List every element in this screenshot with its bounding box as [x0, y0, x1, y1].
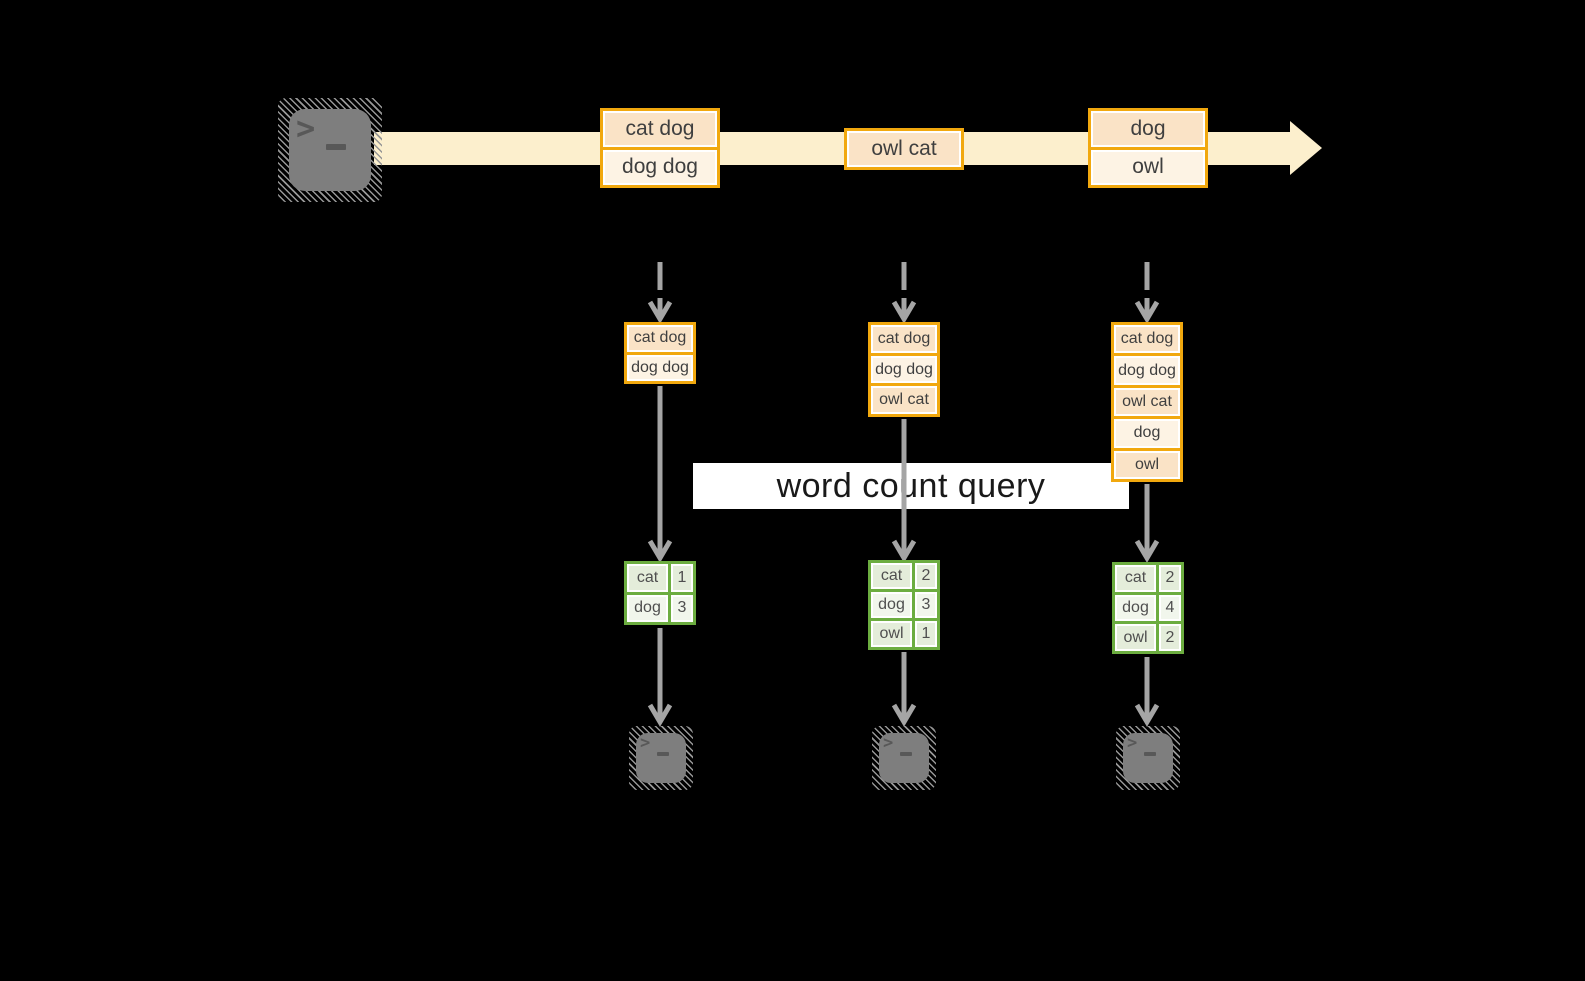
count-cell: 1 — [915, 621, 937, 647]
count-cell: 2 — [915, 563, 937, 589]
count-cell: 3 — [915, 592, 937, 618]
buffer-record: dog dog — [627, 354, 693, 381]
stream-record: dog dog — [603, 149, 717, 185]
buffer-record: dog dog — [1114, 356, 1180, 385]
terminal-body — [1123, 733, 1173, 783]
dashed-arrow-down-icon — [647, 262, 1160, 324]
word-cell: cat — [1115, 565, 1156, 592]
buffer-column-1: cat dog dog dog — [624, 322, 696, 384]
stream-record: cat dog — [603, 111, 717, 147]
terminal-body — [289, 109, 371, 191]
word-cell: cat — [871, 563, 912, 589]
word-cell: dog — [871, 592, 912, 618]
buffer-record: cat dog — [627, 325, 693, 352]
stream-event-3: dog owl — [1088, 108, 1208, 188]
terminal-body — [879, 733, 929, 783]
buffer-record: dog — [1114, 419, 1180, 448]
buffer-record: owl cat — [1114, 387, 1180, 417]
stream-record: dog — [1091, 111, 1205, 147]
query-banner-label: word count query — [776, 466, 1046, 505]
stream-event-1: cat dog dog dog — [600, 108, 720, 188]
count-cell: 2 — [1159, 565, 1181, 592]
prompt-icon: > — [296, 109, 316, 147]
stream-record: owl — [1091, 149, 1205, 185]
prompt-icon: > — [883, 733, 894, 753]
count-cell: 4 — [1159, 594, 1181, 622]
cursor-dash-icon — [657, 752, 669, 756]
count-table-2: cat 2 dog 3 owl 1 — [868, 560, 940, 650]
buffer-record: dog dog — [871, 355, 937, 384]
buffer-column-3: cat dog dog dog owl cat dog owl — [1111, 322, 1183, 482]
stream-arrowhead — [1290, 121, 1322, 175]
word-cell: dog — [1115, 594, 1156, 622]
source-terminal-icon: > — [278, 98, 382, 202]
buffer-record: cat dog — [1114, 325, 1180, 354]
terminal-body — [636, 733, 686, 783]
buffer-record: cat dog — [871, 325, 937, 353]
count-cell: 3 — [671, 594, 693, 622]
count-table-3: cat 2 dog 4 owl 2 — [1112, 562, 1184, 654]
buffer-record: owl cat — [871, 386, 937, 415]
word-cell: dog — [627, 594, 668, 622]
prompt-icon: > — [640, 733, 651, 753]
sink-terminal-icon: > — [1116, 726, 1180, 790]
count-cell: 2 — [1159, 624, 1181, 651]
word-cell: owl — [1115, 624, 1156, 651]
solid-arrow-down-icon — [647, 386, 1160, 563]
stream-event-2: owl cat — [844, 128, 964, 170]
buffer-record: owl — [1114, 450, 1180, 480]
sink-terminal-icon: > — [629, 726, 693, 790]
prompt-icon: > — [1127, 733, 1138, 753]
word-cell: owl — [871, 621, 912, 647]
query-banner: word count query — [693, 463, 1129, 509]
cursor-dash-icon — [1144, 752, 1156, 756]
cursor-dash-icon — [900, 752, 912, 756]
sink-terminal-icon: > — [872, 726, 936, 790]
stream-record: owl cat — [847, 131, 961, 167]
count-table-1: cat 1 dog 3 — [624, 561, 696, 625]
cursor-dash-icon — [326, 144, 346, 150]
buffer-column-2: cat dog dog dog owl cat — [868, 322, 940, 417]
word-cell: cat — [627, 564, 668, 592]
count-cell: 1 — [671, 564, 693, 592]
solid-arrow-down-icon — [647, 628, 1160, 727]
